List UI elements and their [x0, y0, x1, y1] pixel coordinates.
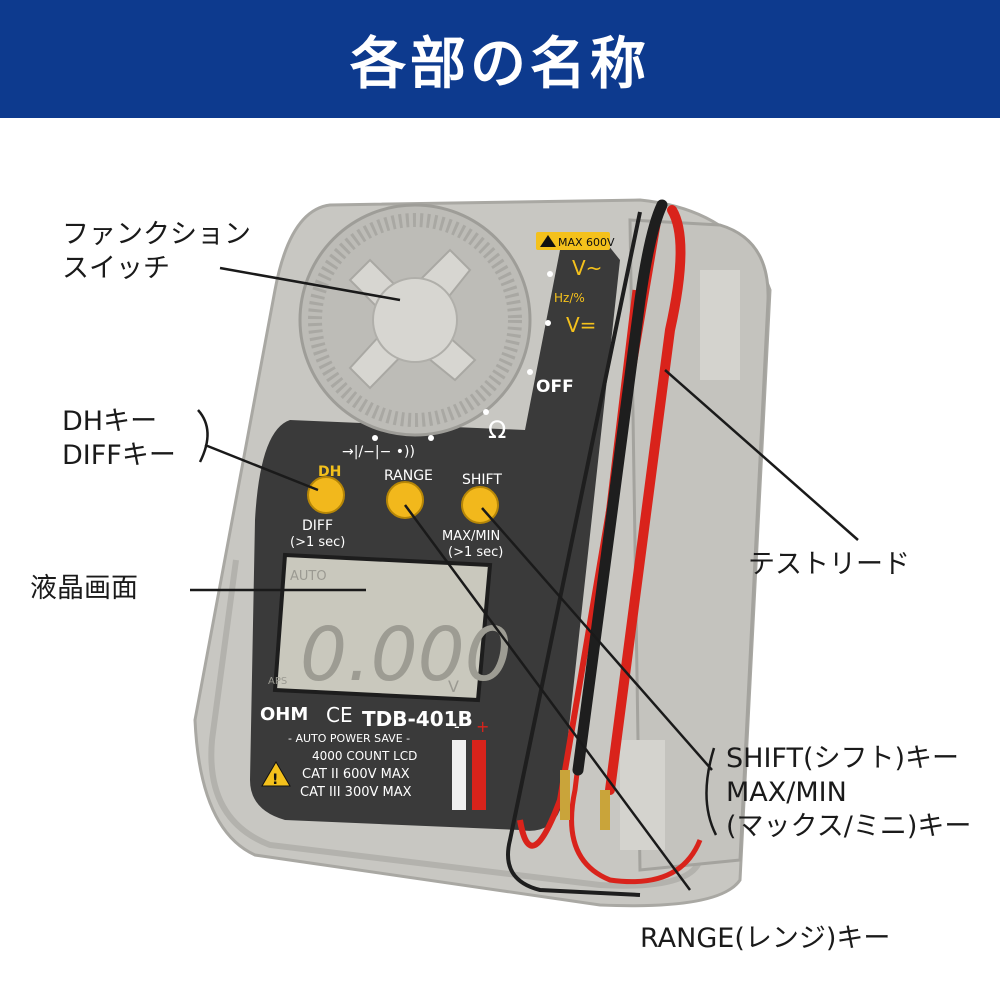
minus-terminal: -	[454, 717, 460, 736]
test-lead-red[interactable]	[517, 205, 703, 885]
lcd-label: 液晶画面	[30, 573, 138, 604]
dial-pos-vdc: V=	[566, 313, 596, 337]
dh-key-label-line2: DIFFキー	[62, 440, 176, 471]
shift-key-label: SHIFT(シフト)キー MAX/MIN (マックス/ミニ)キー	[726, 742, 971, 844]
test-lead-label: テストリード	[748, 549, 910, 580]
warning-icon	[261, 761, 291, 787]
dh-key-label-line1: DHキー	[62, 406, 158, 437]
function-switch-dial	[298, 203, 532, 437]
diff-note: (>1 sec)	[290, 535, 345, 550]
shift-key-label-line1: SHIFT(シフト)キー	[726, 743, 960, 774]
shift-key-label-line3: (マックス/ミニ)キー	[726, 811, 972, 842]
function-switch-label-line2: スイッチ	[62, 253, 170, 284]
cat3-rating: CAT III 300V MAX	[300, 785, 412, 800]
model-number: TDB-401B	[362, 707, 473, 731]
ce-mark: CE	[326, 703, 353, 727]
lcd-screen: AUTO APS 0.000 V	[268, 552, 512, 703]
cat2-rating: CAT II 600V MAX	[302, 767, 410, 782]
diode-continuity-icon: →|/−|− •))	[342, 444, 415, 460]
dh-button-label: DH	[318, 464, 341, 480]
brand-logo: OHM	[260, 704, 308, 725]
dial-pos-ohm: Ω	[488, 416, 506, 444]
range-button[interactable]	[386, 481, 424, 519]
shift-key-label-line2: MAX/MIN	[726, 777, 847, 808]
title-banner: 各部の名称	[0, 0, 1000, 118]
count-lcd: 4000 COUNT LCD	[312, 749, 417, 763]
diff-label: DIFF	[302, 518, 333, 534]
function-switch-label: ファンクション スイッチ	[62, 218, 251, 286]
callout-lines	[190, 266, 859, 891]
max-voltage-label: MAX 600V	[558, 236, 615, 249]
test-lead-black[interactable]	[506, 199, 668, 897]
range-button-label: RANGE	[384, 468, 433, 484]
auto-power-save: - AUTO POWER SAVE -	[288, 732, 410, 745]
dial-pos-vac: V~	[572, 256, 602, 280]
dh-key-label: DHキー DIFFキー	[62, 405, 176, 473]
dial-pos-hz: Hz/%	[554, 291, 585, 305]
dial-pos-off: OFF	[536, 377, 574, 397]
svg-text:!: !	[272, 772, 278, 788]
dh-button[interactable]	[307, 476, 345, 514]
shift-button-label: SHIFT	[462, 472, 502, 488]
lcd-auto: AUTO	[290, 569, 327, 584]
lcd-reading: 0.000	[300, 612, 512, 698]
maxmin-label: MAX/MIN	[442, 529, 500, 544]
case-rim	[208, 559, 703, 889]
lcd-unit: V	[448, 677, 459, 696]
plus-terminal: +	[476, 717, 489, 736]
range-key-label: RANGE(レンジ)キー	[640, 923, 891, 954]
shift-button[interactable]	[461, 486, 499, 524]
lcd-aps: APS	[268, 676, 287, 687]
maxmin-note: (>1 sec)	[448, 545, 503, 560]
page-title: 各部の名称	[350, 31, 650, 97]
function-switch-label-line1: ファンクション	[62, 219, 251, 250]
